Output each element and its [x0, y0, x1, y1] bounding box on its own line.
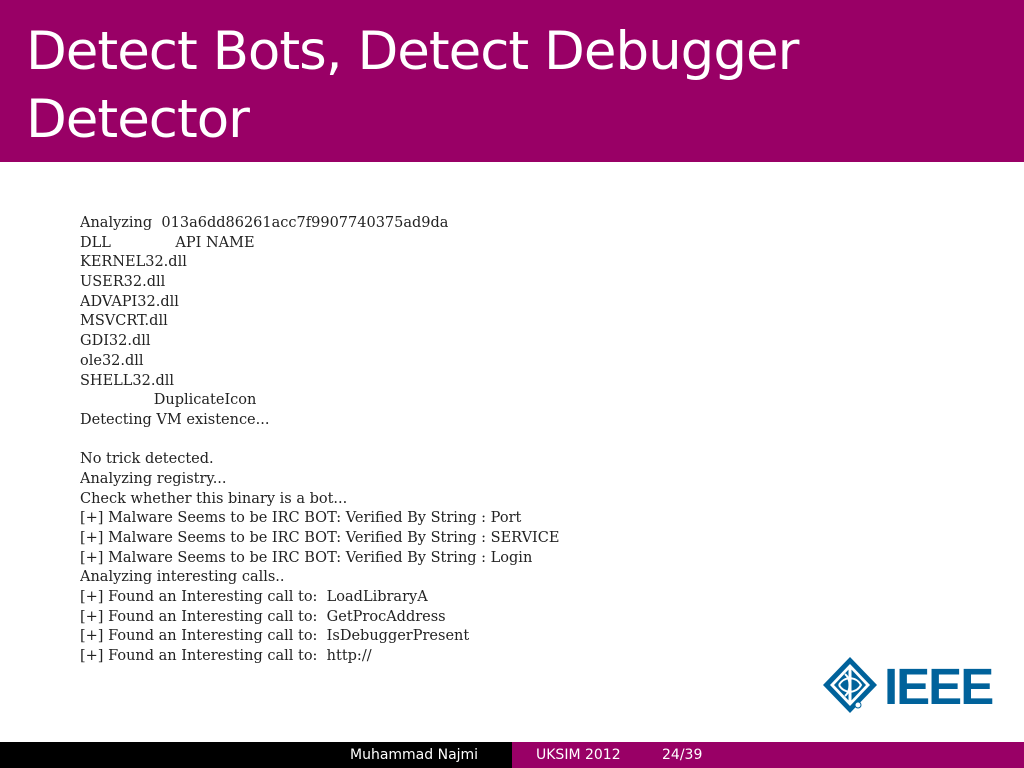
output-line-analyzing-registry: Analyzing registry...: [80, 470, 227, 487]
footer-author: Muhammad Najmi: [350, 747, 479, 763]
output-line-detecting-vm: Detecting VM existence...: [80, 411, 270, 428]
footer-page-number: 24/39: [662, 747, 703, 763]
output-line-advapi32: ADVAPI32.dll: [80, 293, 179, 310]
output-line-no-trick: No trick detected.: [80, 451, 214, 468]
output-line-blank: [80, 431, 780, 451]
output-line-irc-service: [+] Malware Seems to be IRC BOT: Verifie…: [80, 530, 560, 546]
output-line-kernel32: KERNEL32.dll: [80, 254, 187, 271]
analysis-output: Analyzing 013a6dd86261acc7f9907740375ad9…: [80, 214, 780, 667]
output-line-shell32: SHELL32.dll: [80, 372, 175, 389]
output-line-loadlibrarya: [+] Found an Interesting call to: LoadLi…: [80, 589, 428, 606]
output-line-dll-header: DLL API NAME: [80, 234, 255, 251]
output-line-isdebuggerpresent: [+] Found an Interesting call to: IsDebu…: [80, 628, 470, 645]
footer-meta-section: [512, 742, 1024, 768]
output-line-user32: USER32.dll: [80, 274, 166, 291]
output-line-irc-port: [+] Malware Seems to be IRC BOT: Verifie…: [80, 510, 522, 527]
output-line-http: [+] Found an Interesting call to: http:/…: [80, 648, 372, 665]
title-bar: Detect Bots, Detect Debugger Detector: [0, 0, 1024, 162]
output-line-msvcrt: MSVCRT.dll: [80, 313, 168, 330]
output-line-duplicateicon: DuplicateIcon: [80, 392, 257, 409]
output-line-getprocaddress: [+] Found an Interesting call to: GetPro…: [80, 608, 446, 625]
output-line-bot-check: Check whether this binary is a bot...: [80, 490, 348, 507]
footer-author-section: [0, 742, 512, 768]
output-line-ole32: ole32.dll: [80, 352, 144, 369]
ieee-logo-text: IEEE: [884, 658, 993, 715]
slide-footer: Muhammad Najmi UKSIM 2012 24/39: [0, 742, 1024, 768]
ieee-logo: IEEE: [820, 654, 1016, 716]
output-line-interesting-calls: Analyzing interesting calls..: [80, 569, 285, 586]
output-line-analyzing-hash: Analyzing 013a6dd86261acc7f9907740375ad9…: [80, 215, 449, 231]
ieee-diamond-icon: IEEE: [823, 657, 995, 715]
slide-title: Detect Bots, Detect Debugger Detector: [26, 21, 799, 150]
footer-conference: UKSIM 2012: [536, 747, 621, 763]
output-line-gdi32: GDI32.dll: [80, 333, 151, 350]
output-line-irc-login: [+] Malware Seems to be IRC BOT: Verifie…: [80, 549, 533, 566]
